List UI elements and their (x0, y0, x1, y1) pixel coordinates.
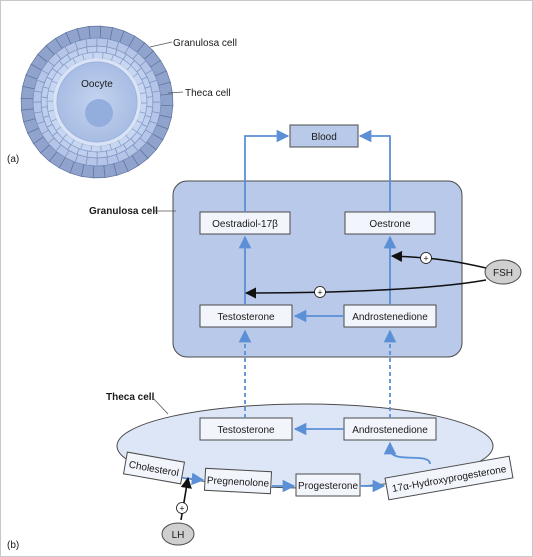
granulosa-cell (96, 45, 108, 54)
fsh-label: FSH (493, 268, 513, 279)
progesterone-box (295, 473, 361, 497)
fsh-to-oestrone-arrow (390, 250, 487, 269)
granulosa-cell (32, 101, 43, 114)
fsh-node (484, 259, 522, 285)
fsh-stimulation-arrows (244, 250, 487, 299)
progesterone-label: Progesterone (298, 481, 358, 492)
fsh-plus-badge-1: + (420, 252, 432, 264)
biosynthesis-arrows (182, 129, 431, 493)
theca-cell-label: Theca cell (106, 392, 155, 403)
blood-box (289, 124, 359, 148)
theca-cell (92, 165, 106, 179)
pregnenolone-box: Pregnenolone (203, 467, 273, 495)
granulosa-cell (92, 51, 104, 59)
lh-node (161, 522, 195, 546)
granulosa-cell-label-a: Granulosa cell (173, 38, 237, 49)
svg-text:+: + (179, 504, 184, 514)
arrow-oestrone-to-blood (358, 129, 391, 212)
oestrone-label: Oestrone (369, 219, 411, 230)
fsh-to-aromatisation-arrow (244, 279, 487, 299)
oestradiol-label: Oestradiol-17β (212, 219, 278, 230)
granulosa-cell (85, 37, 98, 48)
theca-cell (20, 97, 34, 111)
granulosa-cell (86, 150, 98, 159)
oocyte-nucleus (85, 99, 113, 127)
theca-testosterone-label: Testosterone (217, 425, 275, 436)
granulosa-cell (86, 45, 98, 54)
granulosa-testosterone-box (199, 304, 293, 328)
theca-testosterone-box (199, 417, 293, 441)
granulosa-cell-layer (32, 37, 162, 167)
theca-cell (160, 93, 174, 107)
panel-b-label: (b) (7, 540, 19, 551)
granulosa-leader-line (149, 41, 173, 48)
granulosa-cell (139, 92, 148, 104)
oocyte-label: Oocyte (81, 79, 113, 90)
granulosa-testosterone-label: Testosterone (217, 312, 275, 323)
granulosa-cell (96, 37, 109, 48)
granulosa-cell (90, 145, 102, 153)
theca-cell-leader-line (151, 396, 169, 415)
svg-text:+: + (317, 288, 322, 298)
follicle-illustration: Oocyte (20, 25, 174, 179)
pregnenolone-label: Pregnenolone (207, 475, 270, 489)
theca-cell-label-a: Theca cell (185, 88, 231, 99)
granulosa-androstenedione-label: Androstenedione (352, 312, 428, 323)
lh-plus-badge: + (176, 502, 188, 514)
panel-a-label: (a) (7, 154, 19, 165)
granulosa-cell (40, 96, 48, 108)
arrow-oestradiol-to-blood (244, 129, 290, 212)
lh-label: LH (172, 530, 185, 541)
granulosa-cell (96, 150, 108, 159)
fsh-plus-badge-2: + (314, 286, 326, 298)
granulosa-cell (151, 90, 162, 103)
blood-label: Blood (311, 132, 337, 143)
granulosa-cell (32, 90, 43, 103)
granulosa-cell (96, 156, 109, 167)
svg-text:+: + (423, 254, 428, 264)
granulosa-cell-label: Granulosa cell (89, 206, 158, 217)
granulosa-cell (85, 156, 98, 167)
cholesterol-box: Cholesterol (122, 451, 186, 485)
theca-leader-line (167, 91, 184, 94)
granulosa-cell-compartment (172, 180, 463, 358)
theca-cell (88, 25, 102, 39)
arrow-hydroxyprogesterone-to-androstenedione (383, 441, 431, 465)
granulosa-cell (146, 96, 154, 108)
theca-cell-layer (20, 25, 174, 179)
theca-androstenedione-label: Androstenedione (352, 425, 428, 436)
granulosa-cell (151, 101, 162, 114)
granulosa-cell (46, 100, 55, 112)
